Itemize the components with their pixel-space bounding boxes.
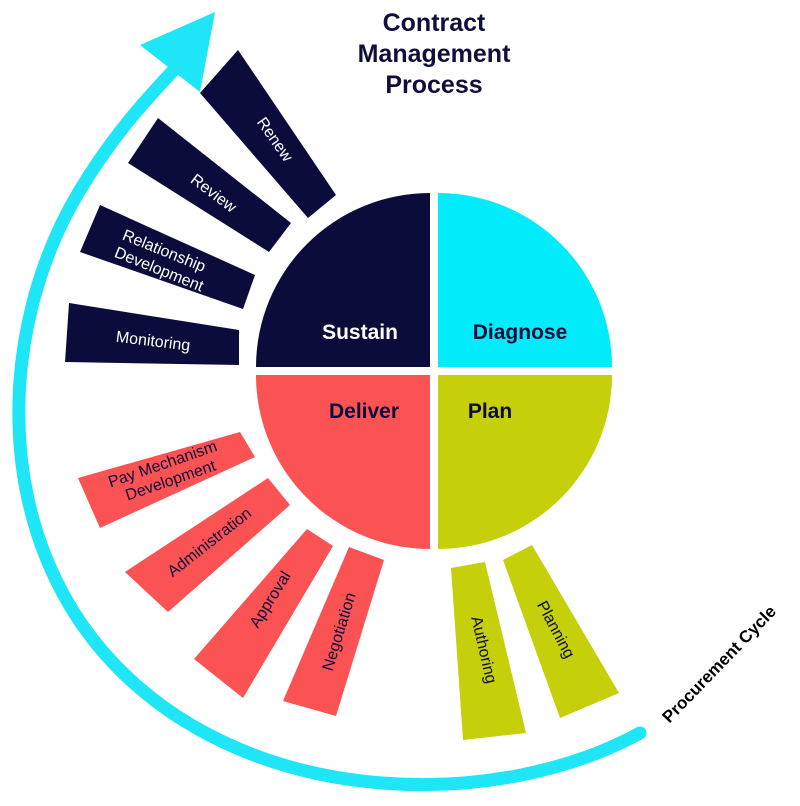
quadrant-sustain [256,193,430,367]
label-plan: Plan [468,400,512,423]
segment-renew [200,50,336,218]
title-line-2: Management [357,40,511,68]
title-line-1: Contract [382,9,486,37]
segment-pay-mechanism-development [78,432,255,528]
diagram-title: Contract Management Process [334,8,534,101]
quadrant-diagnose [438,193,612,367]
label-diagnose: Diagnose [473,321,568,344]
segment-authoring [451,562,526,740]
label-procurement-cycle: Procurement Cycle [659,602,780,727]
segment-administration [125,478,290,612]
segment-monitoring [65,303,239,365]
label-sustain: Sustain [322,321,398,344]
quadrant-plan [438,375,612,549]
title-line-3: Process [385,71,483,99]
segment-planning [503,545,619,718]
segment-approval [194,529,333,698]
procurement-cycle-arc [12,51,647,792]
segment-relationship-development [80,205,255,309]
procurement-cycle-arrowhead [140,12,215,92]
segment-review [128,118,291,252]
segment-negotiation [283,547,384,716]
label-deliver: Deliver [329,400,399,423]
quadrant-deliver [256,375,430,549]
